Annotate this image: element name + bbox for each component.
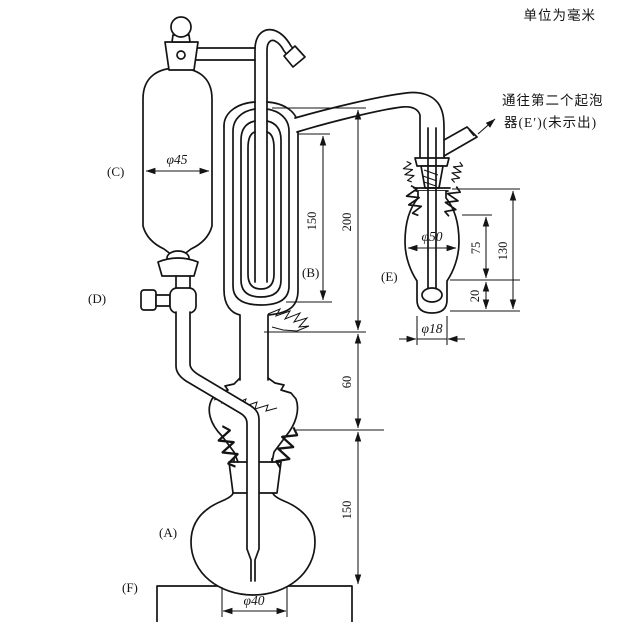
label-b: (B) [302,265,319,280]
annotation-arrow [477,118,496,135]
funnel-side-arm [194,47,256,61]
bubbler-e [294,91,478,314]
absorber-b [223,101,310,381]
stopcock-barrel [169,287,197,314]
dim-b-overall-height: 200 [340,213,354,232]
dim-a-base-diameter: φ40 [244,593,265,608]
dim-e-tube-diameter: φ18 [422,321,443,336]
annotation-line1: 通往第二个起泡 [502,92,604,108]
annotations: 单位为毫米 通往第二个起泡 器(E′)(未示出) [477,7,604,135]
bubbler-inner-tube [427,127,437,289]
annotation-line2: 器(E′)(未示出) [504,115,597,130]
stopcock-d [140,287,197,314]
absorber-center-tube [254,101,268,283]
dim-a-section-height: 150 [340,501,354,520]
bubbler-tip-bulb [421,287,443,303]
label-a: (A) [159,525,177,540]
label-c: (C) [107,164,124,179]
dim-e-tip-height: 20 [468,290,482,303]
label-d: (D) [88,291,106,306]
part-labels: (A) (B) (C) (D) (E) (F) [88,164,398,595]
stopper-hole [176,50,186,60]
joint-flange [157,257,199,277]
dropping-funnel-c [142,16,256,289]
dimension-labels: φ45 φ50 φ18 φ40 150 200 60 150 75 130 20 [167,152,510,608]
dimension-lines [145,107,520,617]
nozzle-opening [283,45,306,68]
dim-b-inner-height: 150 [305,212,319,231]
dim-e-body-height: 75 [469,242,483,255]
units-note: 单位为毫米 [524,7,597,23]
label-e: (E) [381,269,398,284]
stopper-ball [170,16,192,38]
delivery-tube [175,311,260,582]
dim-e-overall-height: 130 [496,242,510,261]
spout-squiggle [267,307,310,332]
outlet-nozzle [443,126,478,157]
bubbler-body [404,190,460,314]
head-collar [414,157,450,167]
stopcock-plug-head [140,289,157,311]
label-f: (F) [122,580,138,595]
dim-b-to-a-gap: 60 [340,376,354,389]
vent-riser [254,28,306,104]
dim-e-body-diameter: φ50 [422,229,443,244]
dim-c-diameter: φ45 [167,152,188,167]
stopcock-plug-shaft [155,294,171,307]
